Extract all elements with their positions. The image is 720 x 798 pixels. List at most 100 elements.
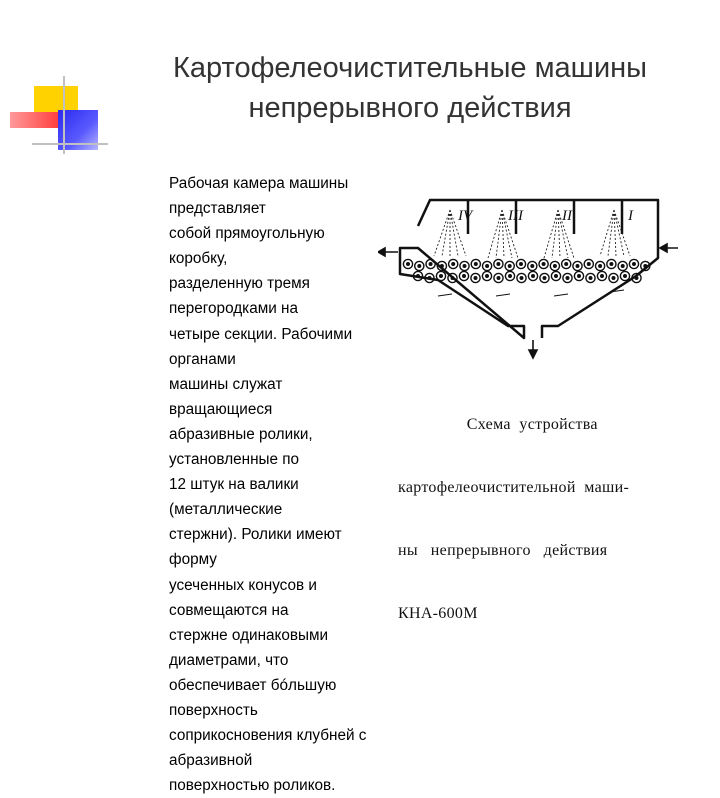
roller-axle — [553, 273, 558, 278]
roller-axle — [541, 261, 546, 266]
roller-axle — [485, 263, 490, 268]
roller — [516, 272, 527, 284]
roller-axle — [427, 275, 432, 280]
roller-axle — [507, 263, 512, 268]
decor-vertical-line — [63, 76, 65, 154]
roller — [459, 260, 470, 272]
roller-axle — [622, 273, 627, 278]
section-label-3: III — [507, 208, 524, 224]
spray-cone-3 — [487, 209, 519, 259]
roller — [470, 272, 481, 284]
roller-axle — [450, 275, 455, 280]
roller — [481, 270, 493, 282]
roller — [639, 260, 651, 272]
roller — [606, 258, 617, 270]
roller-axle — [634, 275, 639, 280]
roller — [527, 270, 539, 282]
roller-axle — [496, 261, 501, 266]
decor-red-bar — [10, 112, 66, 128]
section-label-1: I — [627, 208, 634, 224]
roller-axle — [439, 273, 444, 278]
roller-axle — [496, 275, 501, 280]
roller-axle — [530, 263, 535, 268]
roller — [412, 270, 424, 282]
roller-axle — [565, 275, 570, 280]
roller — [504, 270, 516, 282]
roller-axle — [507, 273, 512, 278]
roller — [402, 258, 414, 270]
roller-axle — [599, 273, 604, 278]
roller-axle — [575, 263, 580, 268]
motion-arrow — [553, 293, 569, 297]
roller — [550, 270, 562, 282]
roller — [447, 258, 459, 270]
inlet-arrow-right-head — [658, 242, 668, 254]
body-paragraph: Рабочая камера машины представляет собой… — [169, 175, 367, 795]
roller-axle — [519, 275, 524, 280]
spray-cone-1 — [599, 209, 631, 257]
diagram-caption: Схема устройства картофелеочистительной … — [398, 372, 704, 645]
roller-axle — [643, 263, 648, 268]
roller-axle — [461, 273, 466, 278]
motion-arrow — [495, 293, 511, 297]
outlet-arrow-left-head — [378, 246, 386, 258]
section-label-4: IV — [457, 208, 474, 224]
section-label-2: II — [561, 208, 573, 224]
roller — [549, 260, 561, 272]
roller — [538, 258, 549, 270]
roller-axle — [417, 263, 422, 268]
roller-axle — [631, 261, 636, 266]
roller-axle — [552, 263, 557, 268]
roller-axle — [598, 263, 603, 268]
slide-title: Картофелеочистительные машины непрерывно… — [108, 48, 712, 128]
roller — [617, 260, 628, 272]
roller — [572, 260, 583, 272]
roller-axle — [530, 273, 535, 278]
roller — [631, 272, 642, 284]
roller — [562, 272, 573, 284]
roller-axle — [518, 261, 523, 266]
roller — [596, 270, 608, 282]
spray-cone-4 — [433, 209, 467, 257]
motion-arrow — [609, 289, 625, 293]
caption-line-4: КНА-600М — [398, 605, 478, 622]
roller — [628, 258, 640, 270]
roller-axle — [451, 261, 456, 266]
roller-axle — [620, 263, 625, 268]
roller-axle — [576, 273, 581, 278]
decor-horizontal-line — [32, 143, 108, 145]
roller-axle — [586, 261, 591, 266]
roller-axle — [473, 261, 478, 266]
abrasive-rollers — [402, 258, 651, 284]
roller — [619, 270, 631, 282]
roller — [608, 272, 619, 284]
roller — [447, 272, 458, 284]
roller — [526, 260, 538, 272]
roller — [573, 270, 585, 282]
roller-axle — [609, 261, 614, 266]
roller — [425, 258, 436, 270]
roller — [515, 258, 527, 270]
roller — [436, 260, 448, 272]
roller — [560, 258, 572, 270]
roller — [504, 260, 515, 272]
roller-axle — [462, 263, 467, 268]
roller-axle — [439, 263, 444, 268]
spray-cone-2 — [543, 209, 575, 259]
roller-axle — [416, 273, 421, 278]
title-line-1: Картофелеочистительные машины — [172, 52, 648, 84]
roller-axle — [428, 261, 433, 266]
caption-line-1: Схема устройства — [398, 416, 598, 433]
roller-axle — [473, 275, 478, 280]
roller — [594, 260, 606, 272]
roller — [458, 270, 470, 282]
caption-line-3: ны непрерывного действия — [398, 542, 608, 559]
roller — [470, 258, 482, 270]
roller-axle — [588, 275, 593, 280]
title-line-2: непрерывного действия — [248, 92, 572, 124]
motion-arrow — [437, 293, 453, 297]
roller — [435, 270, 447, 282]
caption-line-2: картофелеочистительной маши- — [398, 479, 630, 496]
roller — [424, 272, 435, 284]
roller — [539, 272, 550, 284]
